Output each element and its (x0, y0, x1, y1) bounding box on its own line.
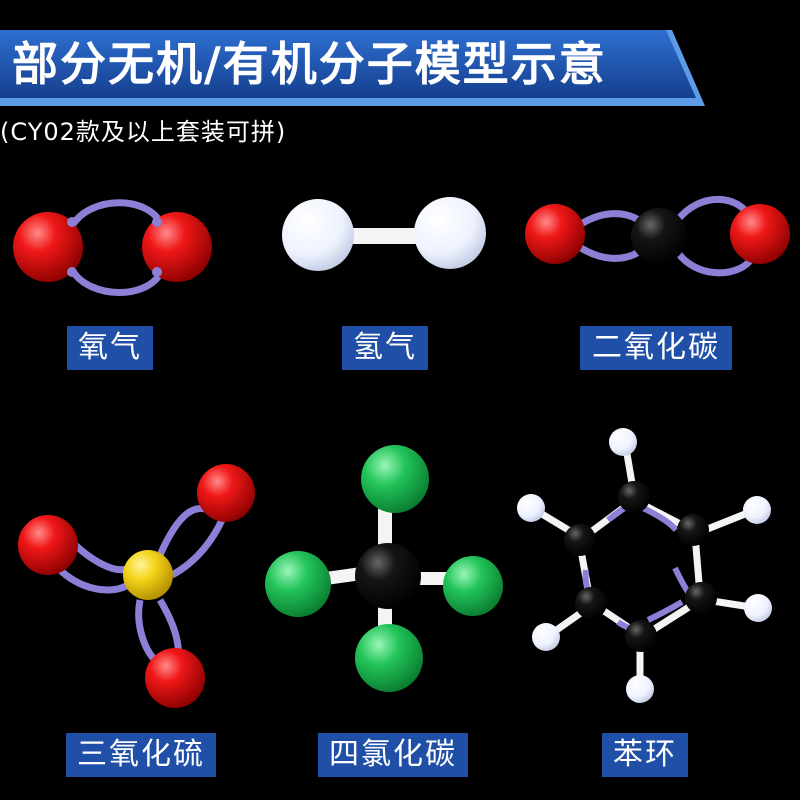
label-oxygen: 氧气 (67, 326, 153, 370)
label-benzene-ring: 苯环 (602, 733, 688, 777)
page-title: 部分无机/有机分子模型示意 (12, 37, 607, 91)
banner-shape (0, 30, 705, 106)
label-sulfur-trioxide: 三氧化硫 (66, 733, 216, 777)
hydrogen-molecule-model (282, 197, 486, 271)
oxygen-molecule-model (13, 199, 212, 296)
label-hydrogen: 氢气 (342, 326, 428, 370)
benzene-ring-model (517, 428, 772, 703)
sulfur-trioxide-model (18, 464, 255, 708)
subtitle: (CY02款及以上套装可拼) (0, 118, 287, 146)
carbon-dioxide-model (525, 196, 790, 277)
label-carbon-tetrachloride: 四氯化碳 (318, 733, 468, 777)
label-carbon-dioxide: 二氧化碳 (580, 326, 732, 370)
carbon-tetrachloride-model (265, 445, 503, 692)
title-banner: 部分无机/有机分子模型示意 (0, 30, 705, 106)
